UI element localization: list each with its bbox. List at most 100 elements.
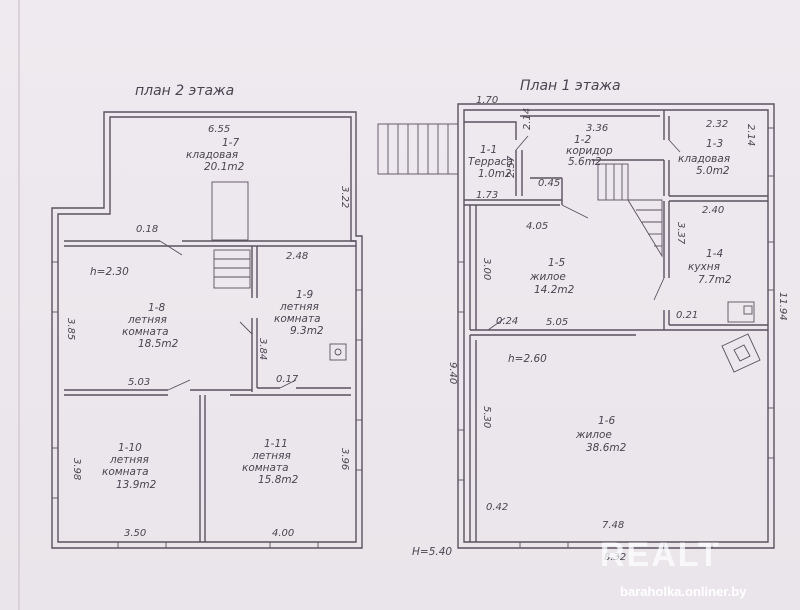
floor1-door-terrace [515, 135, 529, 151]
dim-corr-gap: 0.45 [538, 178, 560, 189]
svg-text:комната: комната [242, 462, 289, 474]
svg-text:1-8: 1-8 [148, 302, 165, 314]
svg-text:кладовая: кладовая [678, 153, 730, 165]
floor2-title: план 2 этажа [135, 83, 234, 99]
floor1-door-room5-bottom [487, 317, 506, 331]
dim-room5-left: 3.00 [481, 258, 492, 280]
svg-text:1-7: 1-7 [222, 137, 239, 149]
svg-text:15.8m2: 15.8m2 [258, 474, 299, 486]
dim-small-gap: 0.17 [276, 374, 299, 385]
dim-left-room8: 3.85 [65, 318, 76, 340]
dim-terrace-b: 1.73 [476, 190, 498, 201]
svg-text:1-9: 1-9 [296, 289, 313, 301]
room-1-1-label: 1-1 Терраса 1.0m2 [468, 144, 513, 180]
svg-text:9.3m2: 9.3m2 [290, 325, 324, 337]
floor2-stove [329, 343, 347, 361]
floor1-door-kitchen [653, 277, 665, 301]
floor2-door-room9 [239, 321, 253, 335]
svg-text:комната: комната [122, 326, 169, 338]
room-1-9-label: 1-9 летняя комната 9.3m2 [274, 289, 324, 337]
svg-text:коридор: коридор [566, 145, 613, 157]
svg-text:летняя: летняя [127, 314, 167, 326]
dim-terrace-d2: 2.57 [506, 155, 517, 178]
dim-floor1-height: h=2.60 [508, 353, 547, 365]
dim-room6-bottom: 7.48 [602, 520, 624, 531]
svg-text:13.9m2: 13.9m2 [116, 479, 157, 491]
floor2-inner-outline [57, 116, 357, 543]
svg-text:1-2: 1-2 [574, 134, 591, 146]
dim-right-room11: 3.96 [339, 448, 350, 470]
room-1-4-label: 1-4 кухня 7.7m2 [688, 248, 732, 286]
svg-text:20.1m2: 20.1m2 [204, 161, 245, 173]
room-1-5-label: 1-5 жилое 14.2m2 [529, 257, 575, 296]
svg-text:1-4: 1-4 [706, 248, 723, 260]
room-1-7-label: 1-7 кладовая 20.1m2 [186, 137, 245, 173]
floor1-stove [727, 301, 755, 323]
dim-bottom-room11: 4.00 [272, 528, 294, 539]
dim-room6-left: 5.30 [481, 406, 492, 428]
room-1-8-label: 1-8 летняя комната 18.5m2 [122, 302, 179, 350]
svg-text:жилое: жилое [529, 271, 566, 283]
svg-text:Терраса: Терраса [468, 156, 513, 168]
paper-fold [18, 0, 20, 610]
floor1-title: План 1 этажа [520, 78, 621, 94]
floor1-plan: План 1 этажа [377, 78, 788, 563]
room-1-3-label: 1-3 кладовая 5.0m2 [678, 138, 730, 177]
floor2-plan: план 2 этажа [51, 83, 363, 549]
floor1-door-pantry [668, 139, 681, 153]
floor1-fireplace [721, 333, 761, 373]
room-1-10-label: 1-10 летняя комната 13.9m2 [102, 442, 157, 491]
svg-text:летняя: летняя [251, 450, 291, 462]
room-1-2-label: 1-2 коридор 5.6m2 [566, 134, 613, 168]
floor2-door-room9b [279, 379, 297, 389]
floor2-door-pantry [159, 240, 183, 256]
svg-text:жилое: жилое [575, 429, 612, 441]
dim-door-gap: 0.18 [136, 224, 158, 235]
svg-text:летняя: летняя [279, 301, 319, 313]
dim-room6-gap: 0.42 [486, 502, 508, 513]
svg-text:летняя: летняя [109, 454, 149, 466]
svg-text:1-3: 1-3 [706, 138, 723, 150]
dim-right-total: 11.94 [777, 292, 788, 321]
svg-text:1-5: 1-5 [548, 257, 565, 269]
realt-watermark: REALT [600, 536, 721, 574]
dim-terrace-w: 1.70 [476, 95, 498, 106]
svg-text:7.7m2: 7.7m2 [698, 274, 732, 286]
svg-text:кладовая: кладовая [186, 149, 238, 161]
dim-left-room10: 3.98 [71, 458, 82, 480]
floor2-windows [51, 261, 363, 549]
dim-room9-width: 2.48 [286, 251, 308, 262]
floor1-stairs [597, 163, 663, 258]
floor2-door-room8 [167, 379, 191, 391]
room-1-11-label: 1-11 летняя комната 15.8m2 [242, 438, 299, 486]
floor1-wall-terrace [464, 121, 523, 196]
floor2-stair-opening [211, 181, 249, 241]
svg-text:комната: комната [102, 466, 149, 478]
dim-top-width: 6.55 [208, 124, 230, 135]
floor1-door-room5 [561, 204, 589, 219]
floor1-entrance-stairs [377, 123, 459, 175]
dim-kitchen-h: 3.37 [675, 222, 686, 245]
dim-bottom-room10: 3.50 [124, 528, 146, 539]
source-caption: baraholka.onliner.by [620, 584, 747, 599]
svg-text:1-1: 1-1 [480, 144, 497, 156]
dim-corr-w: 3.36 [586, 123, 608, 134]
dim-bottom-total: 8.32 [604, 552, 626, 563]
svg-text:1-10: 1-10 [118, 442, 142, 454]
dim-height: h=2.30 [90, 266, 129, 278]
svg-text:18.5m2: 18.5m2 [138, 338, 179, 350]
svg-text:1.0m2: 1.0m2 [478, 168, 512, 180]
dim-pantry-w: 2.32 [706, 119, 728, 130]
svg-text:5.6m2: 5.6m2 [568, 156, 602, 168]
floor1-outer-wall [457, 103, 775, 549]
dim-room5-gap: 0.24 [496, 316, 518, 327]
dim-room5-bottom: 5.05 [546, 317, 568, 328]
floor2-outer-wall [51, 111, 363, 549]
dim-kitchen-w: 2.40 [702, 205, 724, 216]
svg-text:1-6: 1-6 [598, 415, 615, 427]
dim-kitchen-gap: 0.21 [676, 310, 698, 321]
dim-mid-width: 5.03 [128, 377, 150, 388]
floor1-inner-outline [463, 109, 769, 543]
